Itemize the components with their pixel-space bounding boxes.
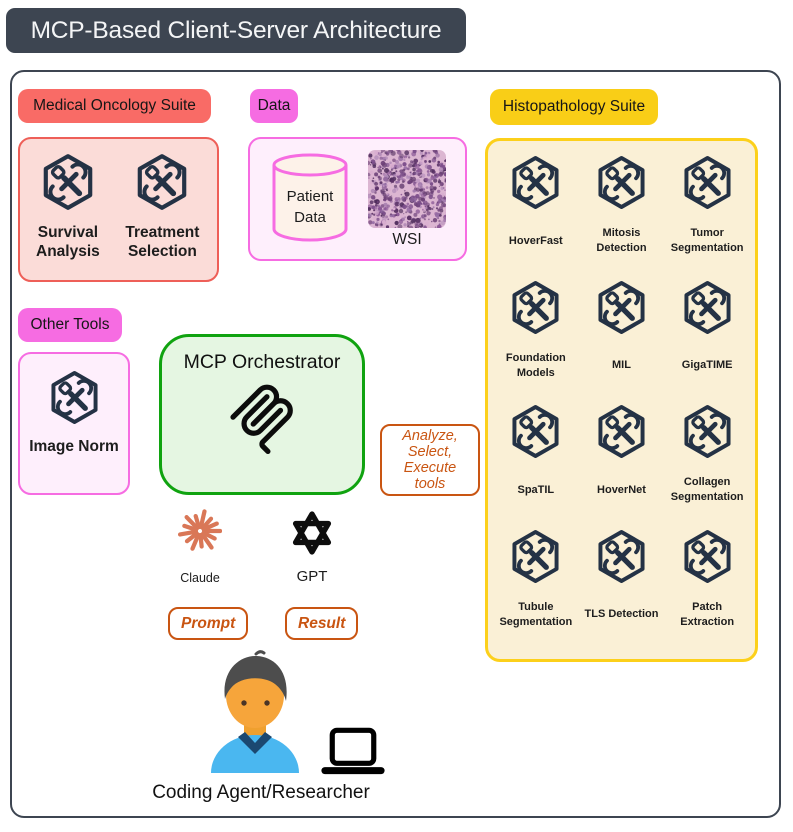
tool-label: HoverNet bbox=[597, 483, 646, 496]
gpt-icon bbox=[285, 506, 339, 560]
tools-icon bbox=[508, 527, 563, 586]
medical-oncology-suite-box: Survival Analysis Treatment Selection bbox=[18, 137, 219, 282]
tool-treatment-selection: Treatment Selection bbox=[112, 151, 213, 280]
tools-icon bbox=[133, 151, 191, 213]
database-icon bbox=[270, 152, 350, 243]
patient-data-cylinder: Patient Data bbox=[270, 152, 350, 243]
tools-icon bbox=[594, 527, 649, 586]
tools-icon bbox=[680, 153, 735, 212]
tool-label: TLS Detection bbox=[584, 608, 659, 621]
other-tools-label: Other Tools bbox=[18, 308, 122, 342]
tools-icon bbox=[508, 153, 563, 212]
tools-icon bbox=[39, 151, 97, 213]
tool-label: HoverFast bbox=[508, 234, 563, 247]
tool-hoverfast: HoverFast bbox=[493, 153, 579, 278]
tool-gigatime: GigaTIME bbox=[664, 278, 750, 403]
histopathology-suite-box: HoverFast Mitosis Detection Tumor Segmen… bbox=[485, 138, 758, 662]
tools-icon bbox=[680, 527, 735, 586]
tool-label: GigaTIME bbox=[681, 359, 733, 372]
gpt-label: GPT bbox=[296, 568, 328, 585]
tool-label: Collagen Segmentation bbox=[670, 476, 744, 503]
tool-label: Image Norm bbox=[29, 438, 119, 455]
tool-label: Tumor Segmentation bbox=[670, 227, 744, 254]
wsi-image bbox=[368, 150, 446, 228]
tools-icon bbox=[594, 278, 649, 337]
action-note: Analyze, Select, Execute tools bbox=[380, 424, 480, 496]
tools-icon bbox=[508, 278, 563, 337]
tools-icon bbox=[680, 402, 735, 461]
tool-mitosis-detection: Mitosis Detection bbox=[579, 153, 665, 278]
tool-spatil: SpaTIL bbox=[493, 402, 579, 527]
tool-label: Treatment Selection bbox=[125, 224, 200, 261]
user-caption: Coding Agent/Researcher bbox=[152, 782, 370, 803]
tool-collagen-segmentation: Collagen Segmentation bbox=[664, 402, 750, 527]
data-label: Data bbox=[250, 89, 298, 123]
tools-icon bbox=[680, 278, 735, 337]
medical-oncology-suite-label: Medical Oncology Suite bbox=[18, 89, 211, 123]
tools-icon bbox=[508, 402, 563, 461]
researcher-avatar bbox=[200, 650, 310, 774]
result-badge: Result bbox=[285, 607, 359, 640]
tools-icon bbox=[594, 402, 649, 461]
diagram-title: MCP-Based Client-Server Architecture bbox=[30, 16, 442, 44]
laptop-icon bbox=[320, 727, 386, 777]
tool-survival-analysis: Survival Analysis bbox=[24, 151, 112, 280]
tool-tubule-segmentation: Tubule Segmentation bbox=[493, 527, 579, 652]
mcp-orchestrator-label: MCP Orchestrator bbox=[183, 351, 341, 373]
claude-icon bbox=[177, 509, 223, 553]
tool-tumor-segmentation: Tumor Segmentation bbox=[664, 153, 750, 278]
mcp-logo-icon bbox=[223, 377, 301, 457]
tool-label: Survival Analysis bbox=[36, 224, 100, 261]
tool-label: SpaTIL bbox=[517, 483, 555, 496]
tool-label: MIL bbox=[612, 359, 631, 372]
histopathology-suite-label: Histopathology Suite bbox=[490, 89, 658, 125]
tool-label: Mitosis Detection bbox=[596, 227, 647, 254]
tool-image-norm: Image Norm bbox=[29, 368, 119, 493]
mcp-orchestrator-box: MCP Orchestrator bbox=[159, 334, 365, 495]
wsi-label: WSI bbox=[392, 231, 422, 248]
tool-tls-detection: TLS Detection bbox=[579, 527, 665, 652]
tool-hovernet: HoverNet bbox=[579, 402, 665, 527]
tool-mil: MIL bbox=[579, 278, 665, 403]
tools-icon bbox=[594, 153, 649, 212]
patient-data-label: Patient Data bbox=[286, 188, 334, 226]
tools-icon bbox=[47, 368, 102, 427]
tool-label: Foundation Models bbox=[505, 351, 566, 379]
diagram-title-bar: MCP-Based Client-Server Architecture bbox=[6, 8, 466, 53]
tool-label: Tubule Segmentation bbox=[499, 600, 573, 628]
tool-patch-extraction: Patch Extraction bbox=[664, 527, 750, 652]
other-tools-box: Image Norm bbox=[18, 352, 130, 495]
tool-label: Patch Extraction bbox=[680, 600, 735, 628]
prompt-badge: Prompt bbox=[168, 607, 249, 640]
claude-label: Claude bbox=[180, 571, 220, 585]
tool-foundation-models: Foundation Models bbox=[493, 278, 579, 403]
